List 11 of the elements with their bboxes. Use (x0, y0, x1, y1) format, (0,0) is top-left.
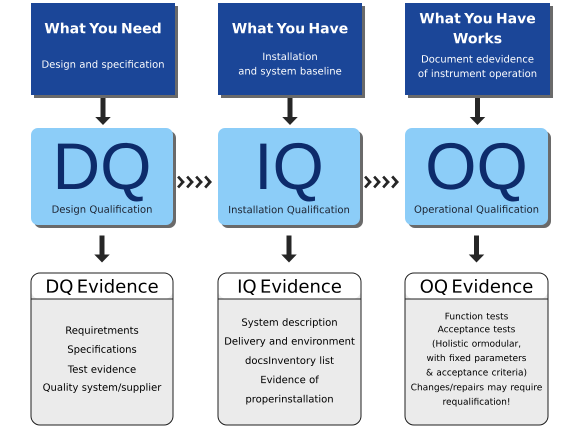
title-box: What You Have Works Document edevidence of instrument operation (405, 3, 553, 98)
stage-box: IQ Installation Qualification (218, 128, 363, 228)
evidence-panel: OQ Evidence Function tests Acceptance tests (Holistic ormodular, with fixed parameters & acceptance criteria) Changes/repairs may require requalification! (404, 272, 548, 426)
stage-box: OQ Operational Qualification (405, 128, 551, 228)
chevron-arrow (364, 175, 399, 189)
stage-box: DQ Design Qualification (31, 128, 176, 228)
evidence-panel: IQ Evidence System description Delivery and environment docsInventory list Evidence of properinstallation (218, 272, 362, 426)
title-box: What You Have Installation and system baseline (218, 3, 365, 98)
evidence-panel: DQ Evidence Requiretments Specifications Test evidence Quality system/supplier (30, 272, 174, 426)
chevron-arrow (176, 175, 212, 189)
title-box: What You Need Design and specification (31, 3, 178, 98)
